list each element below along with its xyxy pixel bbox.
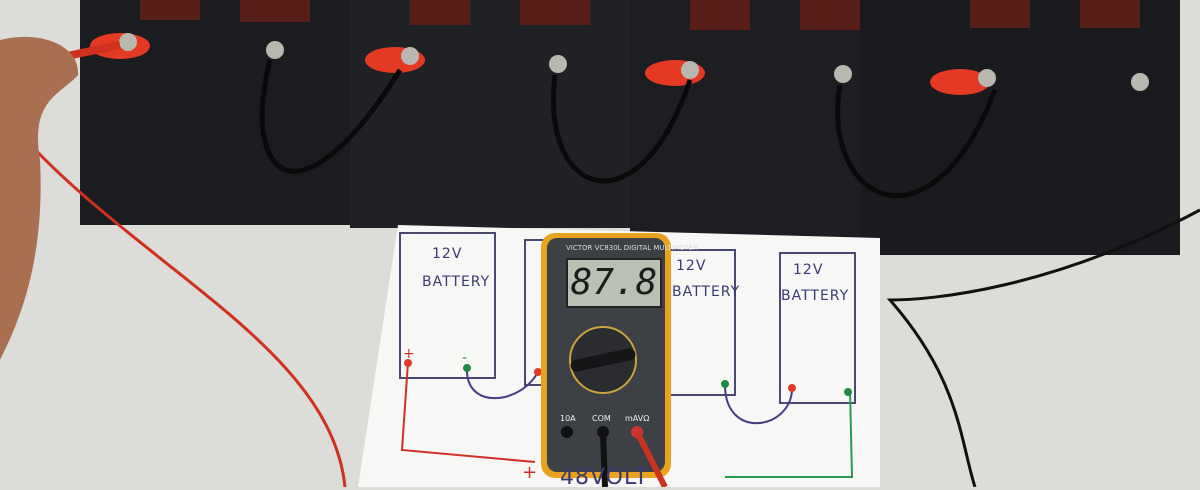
- battery-3-name: BATTERY: [672, 284, 741, 300]
- terminal-dots: [404, 359, 852, 396]
- probe-leads: [0, 41, 1200, 487]
- battery-bank: [80, 0, 1180, 255]
- battery-1-voltage: 12V: [432, 246, 463, 262]
- battery-3-voltage: 12V: [676, 258, 707, 274]
- meter-brand: VICTOR VC830L DIGITAL MULTIMETER: [566, 244, 698, 252]
- plus-sign: +: [403, 346, 416, 362]
- minus-sign: -: [462, 350, 469, 366]
- plus-sign-output: +: [522, 462, 539, 483]
- jack-mavohm: mAVΩ: [625, 414, 650, 423]
- battery-1-name: BATTERY: [422, 274, 491, 290]
- hand: [0, 36, 79, 361]
- battery-4-name: BATTERY: [781, 288, 850, 304]
- jack-com: COM: [592, 414, 611, 423]
- jack-10a: 10A: [560, 414, 576, 423]
- link-cables: [259, 59, 998, 199]
- battery-4-voltage: 12V: [793, 262, 824, 278]
- meter-display: 87.8: [566, 258, 662, 308]
- caption-48volt: 48VOLT: [560, 465, 649, 490]
